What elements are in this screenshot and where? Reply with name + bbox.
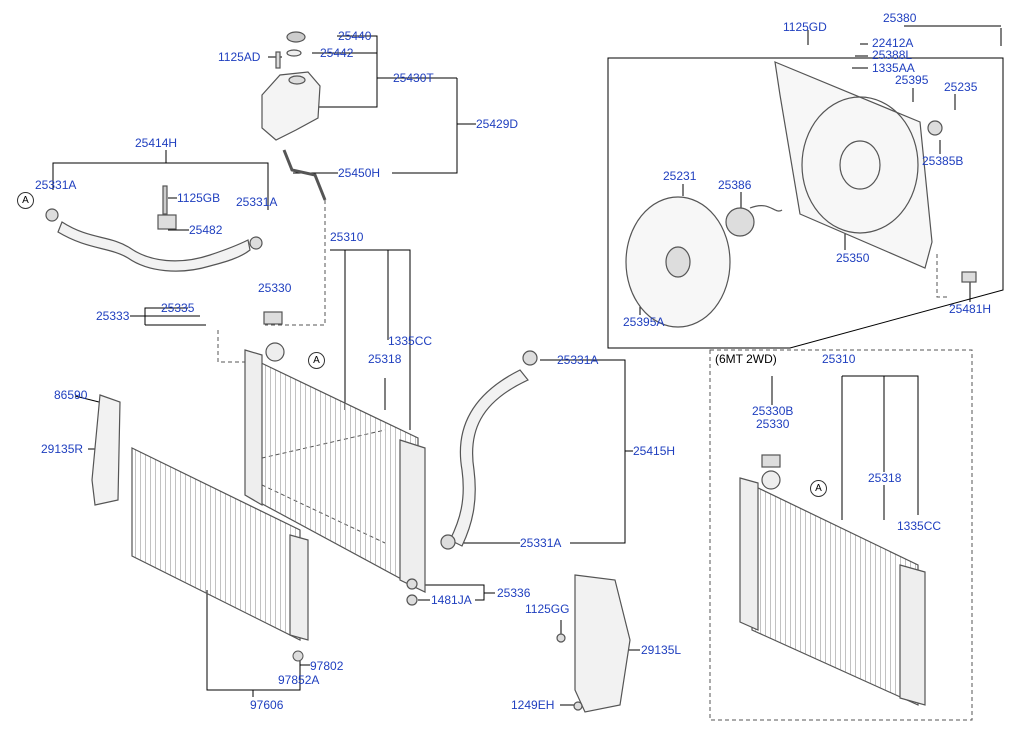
part-label-25414H[interactable]: 25414H (135, 136, 178, 150)
part-label-25310[interactable]: 25310 (330, 230, 364, 244)
part-label-25336[interactable]: 25336 (497, 586, 531, 600)
part-label-25482[interactable]: 25482 (189, 223, 223, 237)
part-label-25331A-lower-bottom[interactable]: 25331A (520, 536, 562, 550)
part-label-97606[interactable]: 97606 (250, 698, 284, 712)
part-label-97852A[interactable]: 97852A (278, 673, 320, 687)
part-label-1249EH[interactable]: 1249EH (511, 698, 555, 712)
part-label-25231[interactable]: 25231 (663, 169, 697, 183)
ref-marker-a-radiator-alt: A (810, 480, 827, 497)
part-label-25350[interactable]: 25350 (836, 251, 870, 265)
part-label-29135L[interactable]: 29135L (641, 643, 682, 657)
variant-label: (6MT 2WD) (715, 352, 777, 366)
part-label-25442[interactable]: 25442 (320, 46, 354, 60)
part-label-25385B[interactable]: 25385B (922, 154, 964, 168)
part-label-1335CC[interactable]: 1335CC (388, 334, 433, 348)
part-label-25331A-lower-top[interactable]: 25331A (557, 353, 599, 367)
part-label-25395A[interactable]: 25395A (623, 315, 665, 329)
part-label-25318-alt[interactable]: 25318 (868, 471, 902, 485)
fan-group-frame (607, 57, 1004, 349)
leader-lines (52, 25, 1002, 706)
part-label-97802[interactable]: 97802 (310, 659, 344, 673)
lower-hose (406, 350, 538, 606)
part-label-1125GB[interactable]: 1125GB (177, 191, 221, 205)
part-label-1125AD[interactable]: 1125AD (218, 50, 261, 64)
part-label-25481H[interactable]: 25481H (949, 302, 992, 316)
part-label-1335AA[interactable]: 1335AA (872, 61, 915, 75)
upper-hose (45, 185, 263, 272)
radiator (244, 311, 426, 593)
part-label-25310-alt[interactable]: 25310 (822, 352, 856, 366)
part-label-25335[interactable]: 25335 (161, 301, 195, 315)
part-label-25440[interactable]: 25440 (338, 29, 372, 43)
part-label-25388L[interactable]: 25388L (872, 48, 913, 62)
condenser (131, 447, 309, 662)
radiator-alt (739, 454, 926, 706)
part-label-1125GD[interactable]: 1125GD (783, 20, 827, 34)
ref-marker-a-radiator: A (308, 352, 325, 369)
part-label-29135R[interactable]: 29135R (41, 442, 84, 456)
part-label-25235[interactable]: 25235 (944, 80, 978, 94)
part-label-25331A-upper-left[interactable]: 25331A (35, 178, 77, 192)
part-label-1335CC-alt[interactable]: 1335CC (897, 519, 942, 533)
part-label-25450H[interactable]: 25450H (338, 166, 381, 180)
part-label-25415H[interactable]: 25415H (633, 444, 676, 458)
part-label-25330B-alt[interactable]: 25330B (752, 404, 794, 418)
fan-blade (625, 196, 977, 328)
part-label-25330-alt[interactable]: 25330 (756, 417, 790, 431)
part-label-1481JA[interactable]: 1481JA (431, 593, 472, 607)
part-label-25395[interactable]: 25395 (895, 73, 929, 87)
part-label-25380[interactable]: 25380 (883, 11, 917, 25)
part-label-25333[interactable]: 25333 (96, 309, 130, 323)
part-label-1125GG[interactable]: 1125GG (525, 602, 570, 616)
part-label-25386[interactable]: 25386 (718, 178, 752, 192)
air-guards (91, 394, 631, 713)
part-label-86590[interactable]: 86590 (54, 388, 88, 402)
coolant-reservoir (261, 31, 327, 201)
part-label-25429D[interactable]: 25429D (476, 117, 519, 131)
part-label-22412A[interactable]: 22412A (872, 36, 914, 50)
part-label-25331A-upper-right[interactable]: 25331A (236, 195, 278, 209)
ref-marker-a-hose: A (17, 192, 34, 209)
part-label-25430T[interactable]: 25430T (393, 71, 434, 85)
part-label-25330[interactable]: 25330 (258, 281, 292, 295)
part-label-25318[interactable]: 25318 (368, 352, 402, 366)
fan-shroud (774, 61, 943, 269)
